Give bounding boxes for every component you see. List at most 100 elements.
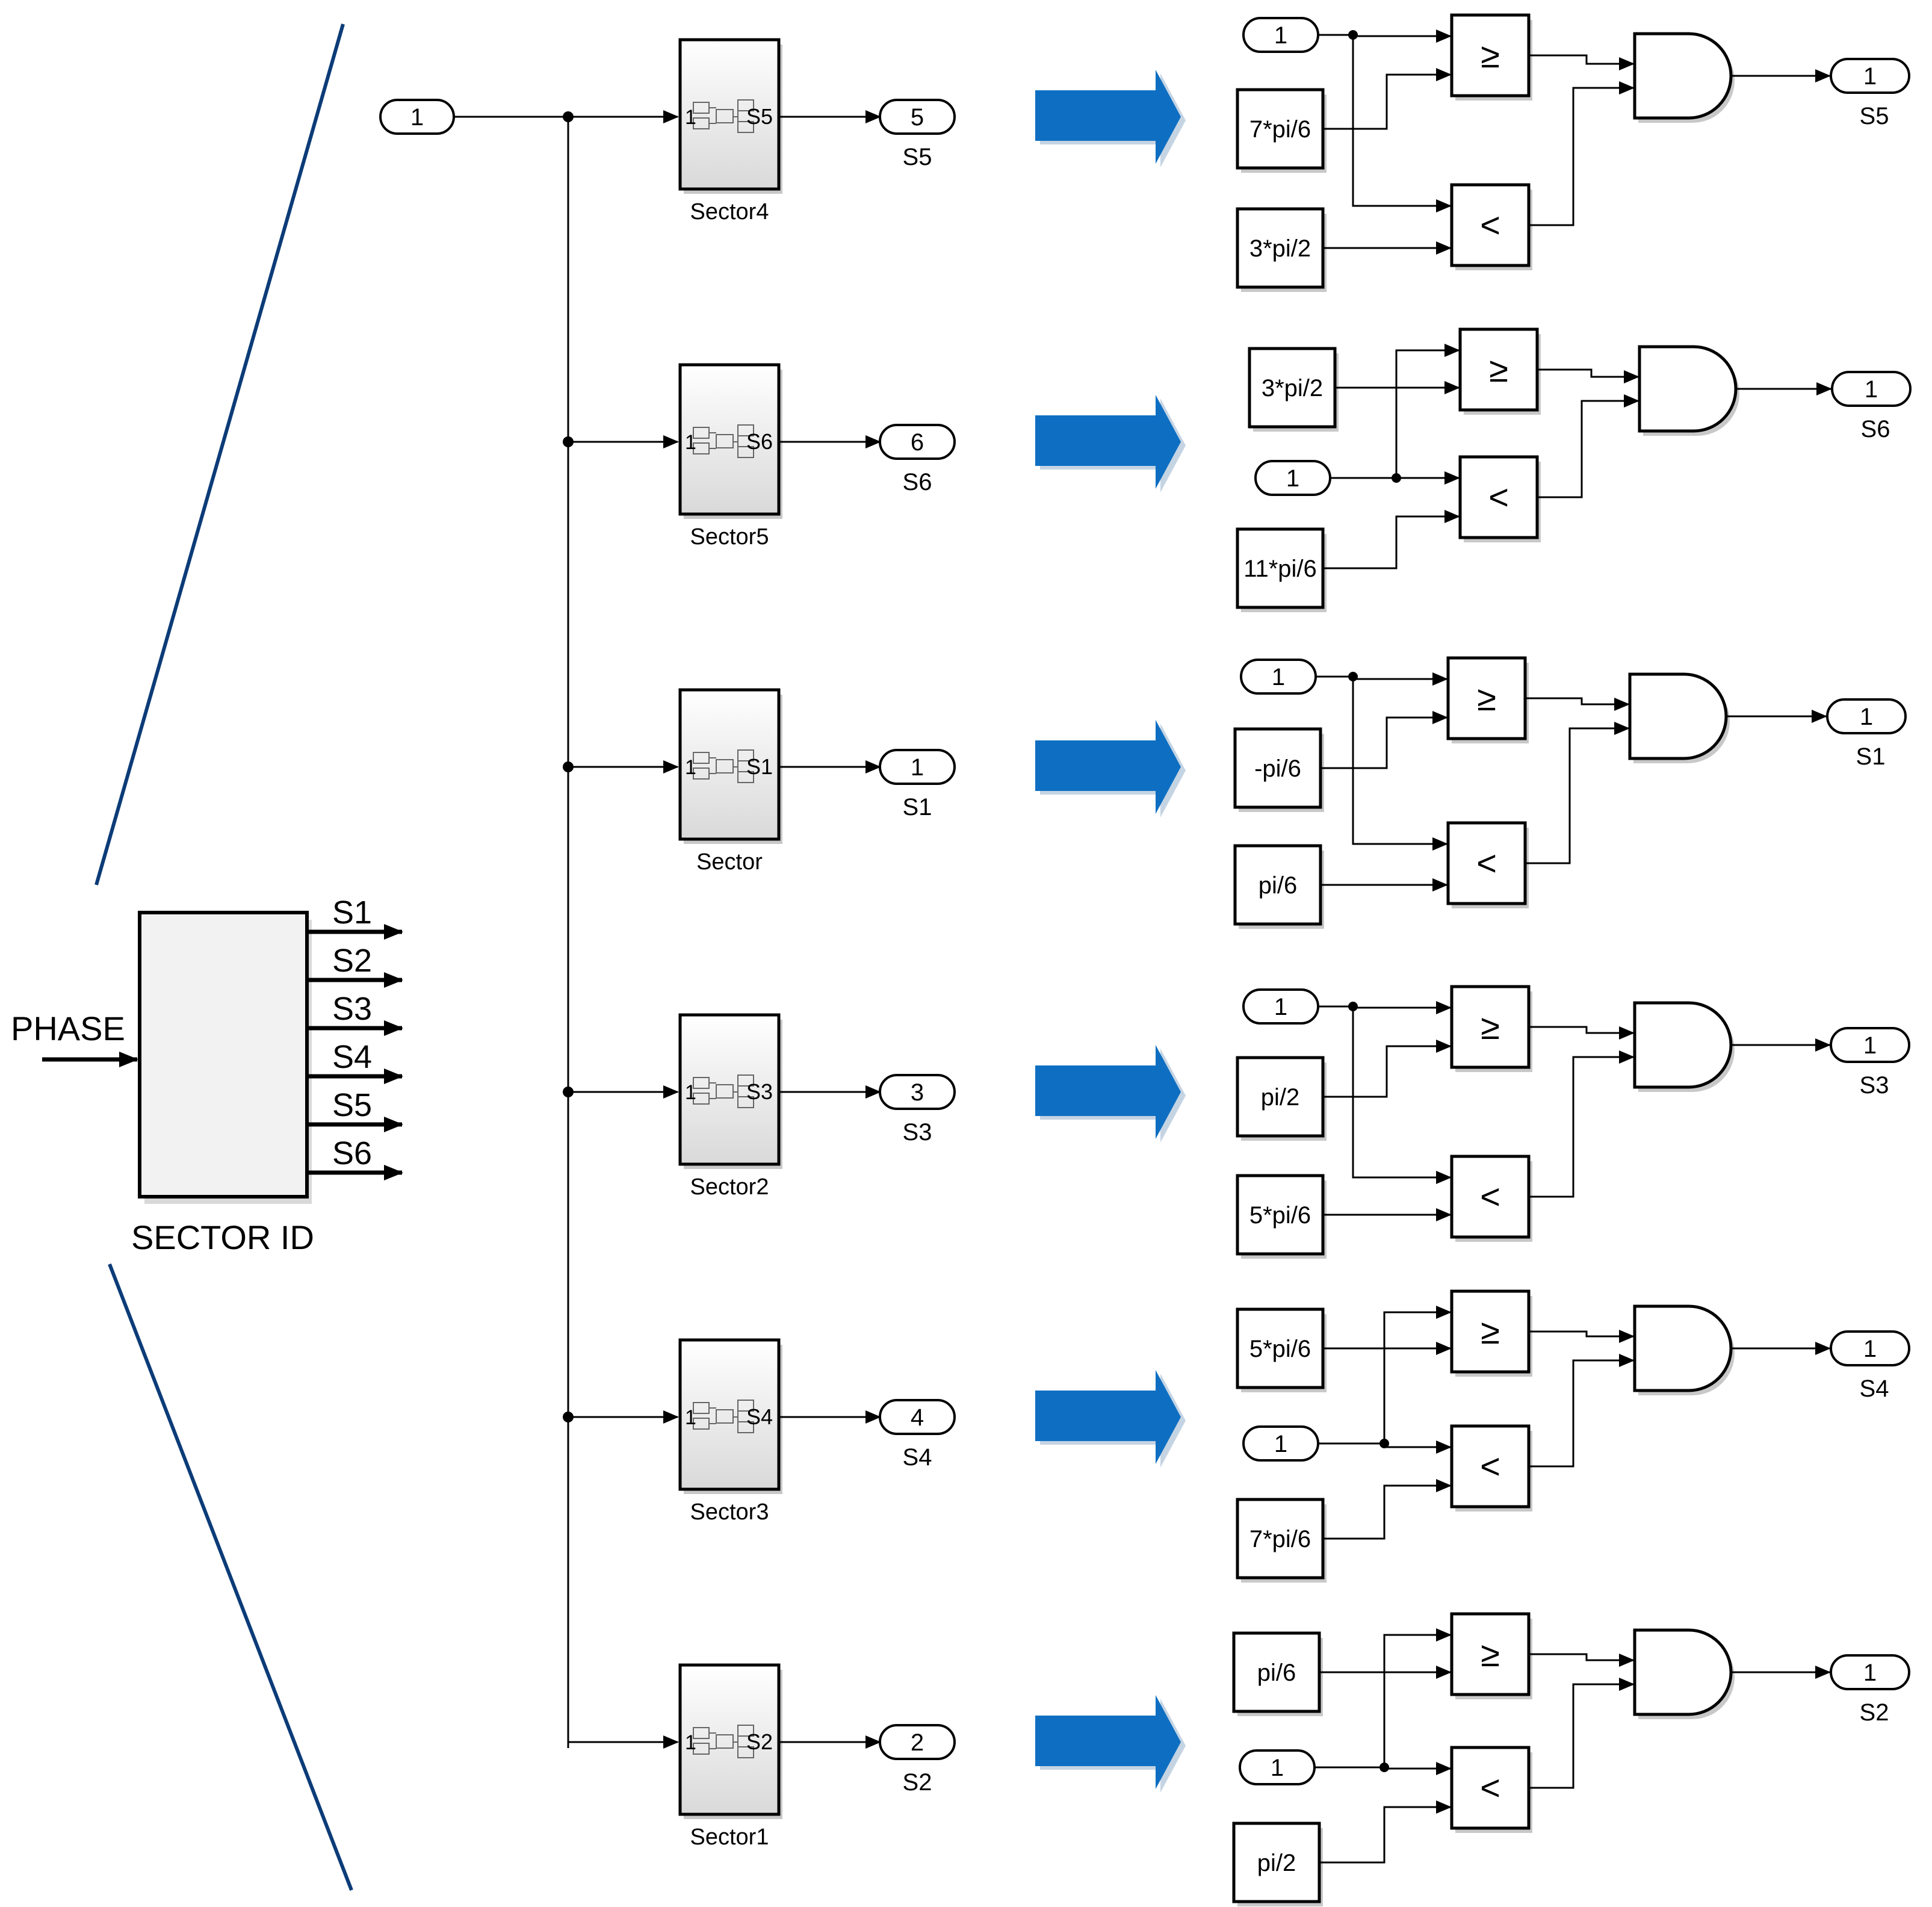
constant-block[interactable] [1248,347,1337,429]
subsystem-block[interactable] [678,1663,781,1816]
and-gate[interactable] [1633,1628,1733,1716]
greater-equal-block-symbol: ≥ [1481,1635,1500,1674]
expand-arrows [1035,70,1186,1793]
sector-id-output-label: S1 [332,895,372,931]
constant-value: pi/6 [1259,872,1298,899]
greater-equal-block[interactable] [1446,656,1527,740]
constant-value: pi/2 [1261,1084,1300,1111]
sector-id-block[interactable] [138,911,309,1198]
expand-arrow [1035,395,1181,489]
constant-block[interactable] [1236,1174,1325,1256]
subsystem-name: Sector4 [690,199,769,225]
logic-outport[interactable]: 1 [1831,371,1912,407]
constant-value: -pi/6 [1254,755,1301,782]
constant-block[interactable] [1236,527,1325,609]
greater-equal-block[interactable] [1450,1289,1531,1374]
constant-block[interactable] [1233,727,1322,809]
logic-outport-name: S6 [1861,416,1890,442]
sector-id-output-label: S2 [332,943,372,979]
signal-wire [1318,1001,1452,1014]
subsystem-name: Sector3 [690,1499,769,1525]
constant-value: pi/6 [1257,1660,1296,1686]
constant-block[interactable] [1236,207,1325,289]
lower-wire [1323,1040,1452,1098]
subsystem-block[interactable] [678,1338,781,1491]
outport-s6[interactable]: 6 [879,424,956,460]
outport-name: S4 [903,1444,932,1471]
subsystem-icon [693,1725,754,1758]
less-than-block-symbol: < [1480,1769,1500,1808]
lower-wire [1321,711,1448,769]
outport-s4[interactable]: 4 [879,1399,956,1435]
lt-output-wire [1529,81,1635,226]
logic-inport[interactable]: 1 [1254,460,1331,496]
logic-inport[interactable]: 1 [1242,988,1319,1025]
logic-inport-label: 1 [1272,664,1285,690]
signal-wire [1352,1006,1452,1184]
and-gate[interactable] [1628,672,1728,760]
sector-id-output-label: S3 [332,991,372,1027]
constant-block[interactable] [1236,88,1325,170]
subsystem-icon [693,749,754,783]
subsystem-block[interactable] [678,38,781,191]
constant-value: pi/2 [1257,1850,1296,1876]
constant-block[interactable] [1232,1822,1321,1903]
and-gate[interactable] [1638,345,1738,433]
logic-outport-number: 1 [1863,1336,1877,1362]
greater-equal-block[interactable] [1458,327,1539,412]
less-than-block[interactable] [1450,1746,1531,1830]
signal-wire [1352,677,1448,851]
logic-outport[interactable]: 1 [1830,1330,1910,1366]
greater-equal-block[interactable] [1450,1612,1531,1696]
outport-s2[interactable]: 2 [879,1724,956,1760]
constant-block[interactable] [1232,1631,1321,1713]
signal-wire [1318,29,1452,43]
greater-equal-block[interactable] [1450,13,1531,98]
less-than-block[interactable] [1450,1424,1531,1509]
outport-s1[interactable]: 1 [879,749,956,785]
subsystem-inner-label: S6 [746,429,773,454]
and-gate[interactable] [1633,32,1733,120]
logic-inport[interactable]: 1 [1242,1425,1319,1462]
subsystem-icon [693,1074,754,1108]
outport-number: 1 [911,754,924,781]
subsystem-block[interactable] [678,688,781,841]
less-than-block-symbol: < [1480,1447,1500,1486]
logic-inport[interactable]: 1 [1240,659,1317,695]
and-gate[interactable] [1633,1304,1733,1392]
logic-outport[interactable]: 1 [1826,698,1907,734]
wire-junction [1348,30,1358,40]
outport-s5[interactable]: 5 [879,99,956,135]
and-gate[interactable] [1633,1001,1733,1089]
outport-name: S2 [903,1769,932,1796]
middle-inport[interactable]: 1 [379,99,455,135]
outport-s3[interactable]: 3 [879,1074,956,1110]
constant-value: 11*pi/6 [1243,556,1317,582]
logic-inport[interactable]: 1 [1239,1749,1316,1785]
outport-number: 2 [911,1729,924,1756]
less-than-block[interactable] [1450,183,1531,267]
subsystem-inport-num: 1 [685,1731,696,1754]
subsystem-block[interactable] [678,363,781,516]
expand-arrow [1035,1695,1181,1789]
logic-outport-name: S5 [1860,103,1889,129]
subsystem-block[interactable] [678,1013,781,1166]
subsystem-inport-num: 1 [685,756,696,779]
logic-outport[interactable]: 1 [1830,58,1910,94]
logic-inport[interactable]: 1 [1242,17,1319,53]
logic-outport[interactable]: 1 [1830,1654,1910,1690]
constant-block[interactable] [1236,1498,1325,1580]
greater-equal-block-symbol: ≥ [1481,1312,1500,1351]
sector-id-output-label: S4 [332,1039,372,1075]
subsystem-icon [693,424,754,458]
signal-wire [1314,1628,1452,1769]
logic-outport[interactable]: 1 [1830,1027,1910,1063]
constant-block[interactable] [1236,1056,1325,1138]
signal-wire [1316,672,1448,686]
